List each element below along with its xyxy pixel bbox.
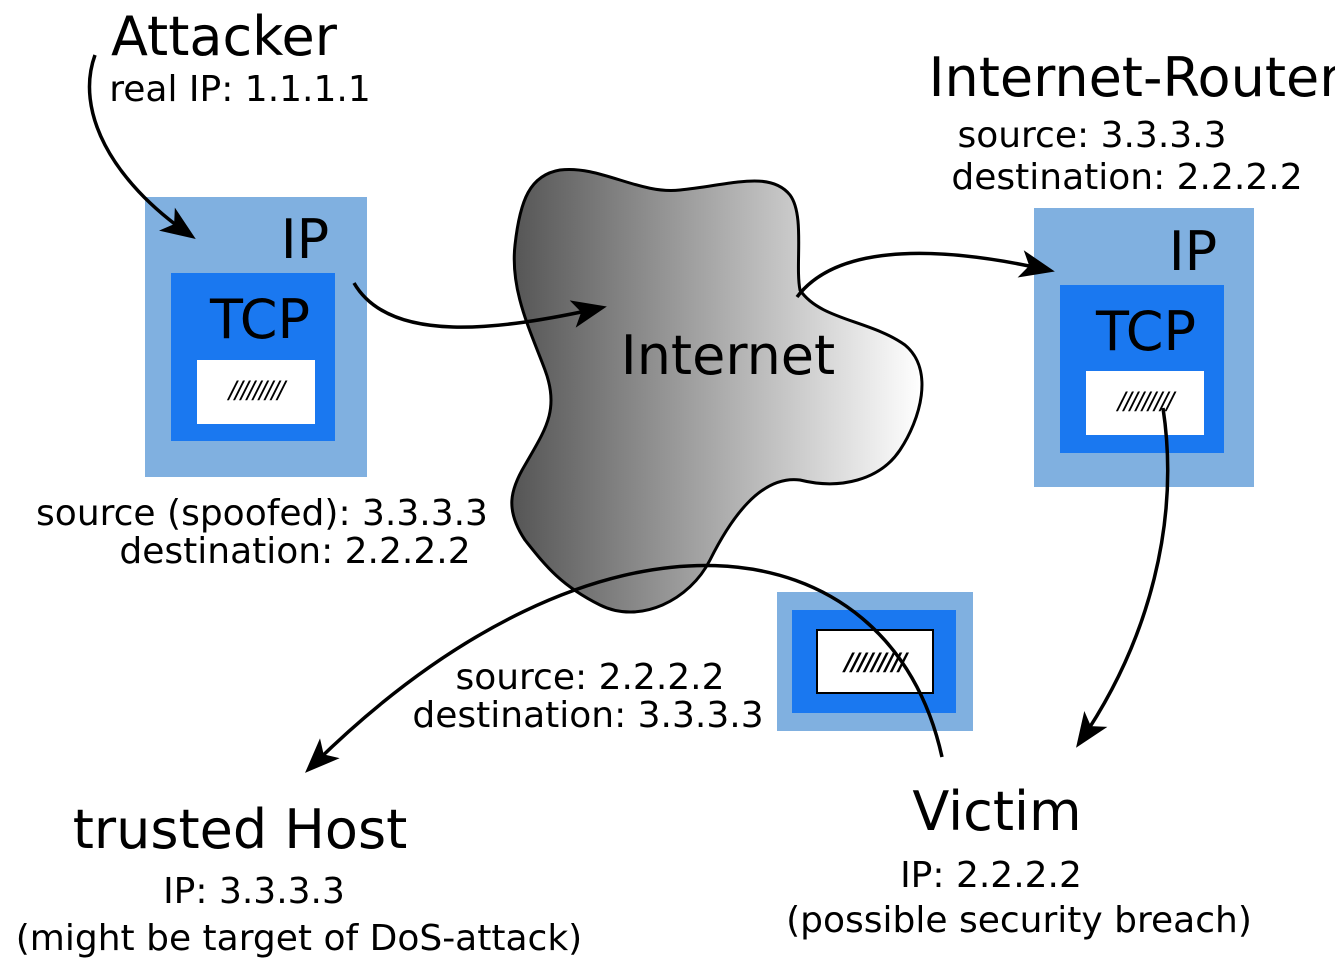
internet-label: Internet <box>621 324 835 387</box>
attacker-tcp-label: TCP <box>209 288 310 351</box>
attacker-payload: ///////// <box>227 376 289 404</box>
trusted-host-title: trusted Host <box>73 798 408 861</box>
attacker-packet: IP TCP ///////// <box>145 197 367 477</box>
trusted-host-ip: IP: 3.3.3.3 <box>163 871 345 912</box>
attacker-real-ip: real IP: 1.1.1.1 <box>109 69 371 110</box>
attacker-ip-label: IP <box>281 208 330 271</box>
arrow-attacker-to-packet <box>87 54 196 239</box>
trusted-host-note: (might be target of DoS-attack) <box>16 918 582 959</box>
reply-payload: ///////// <box>842 648 910 676</box>
victim-ip: IP: 2.2.2.2 <box>900 855 1082 896</box>
attacker-payload-box <box>197 360 315 424</box>
router-packet: IP TCP ///////// <box>1034 208 1254 487</box>
attacker-source: source (spoofed): 3.3.3.3 <box>36 493 488 534</box>
router-source: source: 3.3.3.3 <box>957 115 1226 156</box>
router-ip-label: IP <box>1169 220 1218 283</box>
attacker-destination: destination: 2.2.2.2 <box>119 531 470 572</box>
router-destination: destination: 2.2.2.2 <box>951 157 1302 198</box>
reply-source: source: 2.2.2.2 <box>455 657 724 698</box>
router-tcp-label: TCP <box>1095 300 1196 363</box>
victim-note: (possible security breach) <box>786 900 1252 941</box>
attacker-title: Attacker <box>111 5 338 68</box>
arrow-packet-to-internet <box>352 282 607 329</box>
router-payload-box <box>1086 371 1204 435</box>
router-title: Internet-Router <box>929 46 1335 109</box>
internet-cloud <box>510 167 924 614</box>
arrow-victim-to-trusted-host <box>305 563 944 773</box>
victim-title: Victim <box>912 780 1081 843</box>
arrow-internet-to-router <box>795 250 1055 299</box>
reply-packet: ///////// <box>777 592 973 731</box>
arrow-router-to-victim <box>1076 407 1170 748</box>
reply-destination: destination: 3.3.3.3 <box>412 695 763 736</box>
router-payload: ///////// <box>1116 387 1178 415</box>
